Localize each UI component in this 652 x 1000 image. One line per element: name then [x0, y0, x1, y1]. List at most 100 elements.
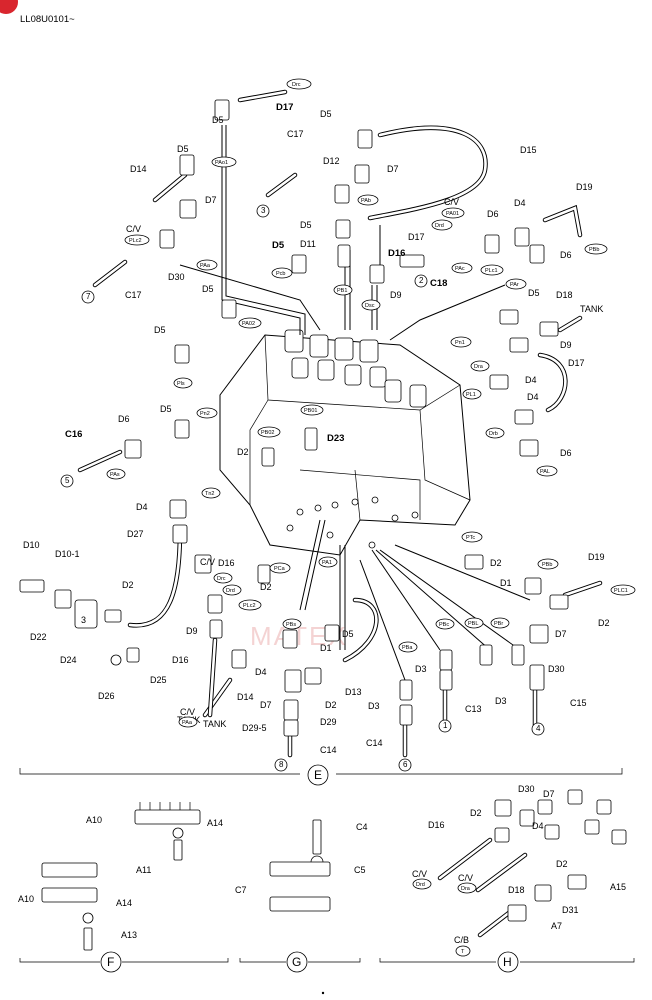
svg-text:Pls: Pls [177, 381, 185, 387]
svg-text:Pcb: Pcb [276, 271, 285, 277]
svg-text:A13: A13 [121, 930, 137, 940]
svg-text:D2: D2 [325, 700, 337, 710]
part-labels: D17 D5 C17 D5 D14 D7 D5 D12 D7 D15 D19 D… [23, 102, 610, 755]
svg-text:C/V: C/V [126, 224, 141, 234]
svg-text:Drc: Drc [217, 576, 226, 582]
svg-text:D7: D7 [205, 195, 217, 205]
svg-text:D10-1: D10-1 [55, 549, 80, 559]
svg-text:D7: D7 [555, 629, 567, 639]
svg-text:Drb: Drb [489, 431, 498, 437]
svg-text:D6: D6 [560, 448, 572, 458]
svg-text:D15: D15 [520, 145, 537, 155]
svg-text:D5: D5 [177, 144, 189, 154]
svg-text:D9: D9 [390, 290, 402, 300]
svg-text:PBr: PBr [494, 621, 503, 627]
svg-text:G: G [292, 955, 301, 969]
svg-text:PBL: PBL [468, 621, 478, 627]
svg-text:D3: D3 [368, 701, 380, 711]
svg-text:D24: D24 [60, 655, 77, 665]
svg-text:D5: D5 [202, 284, 214, 294]
svg-text:Dsc: Dsc [365, 303, 375, 309]
svg-text:C/V: C/V [200, 557, 215, 567]
svg-text:T: T [461, 949, 465, 955]
svg-text:C17: C17 [125, 290, 142, 300]
svg-text:PLc2: PLc2 [243, 603, 256, 609]
fitting-icon [19, 99, 569, 737]
svg-text:D2: D2 [490, 558, 502, 568]
svg-text:C18: C18 [430, 278, 447, 289]
svg-text:5: 5 [65, 476, 70, 485]
svg-text:D3: D3 [415, 664, 427, 674]
svg-text:C15: C15 [570, 698, 587, 708]
svg-text:C/V: C/V [180, 707, 195, 717]
section-f-clamps: A10 A14 A11 A10 A14 A13 F [18, 802, 229, 973]
svg-text:PCa: PCa [274, 566, 286, 572]
svg-text:TANK: TANK [580, 304, 603, 314]
svg-text:D11: D11 [300, 239, 316, 249]
svg-text:D18: D18 [556, 290, 573, 300]
svg-text:D2: D2 [237, 447, 249, 457]
svg-text:D17: D17 [408, 232, 425, 242]
svg-text:PTc: PTc [466, 535, 475, 541]
svg-text:D4: D4 [136, 502, 148, 512]
svg-text:D4: D4 [525, 375, 537, 385]
svg-text:D2: D2 [556, 859, 568, 869]
svg-text:PAa: PAa [182, 720, 193, 726]
svg-text:D2: D2 [260, 582, 272, 592]
svg-text:D14: D14 [130, 164, 147, 174]
svg-text:C4: C4 [356, 822, 368, 832]
svg-text:8: 8 [279, 760, 284, 769]
svg-text:D5: D5 [528, 288, 540, 298]
svg-text:D4: D4 [532, 821, 544, 831]
svg-text:D17: D17 [276, 102, 293, 113]
svg-text:PAc: PAc [455, 266, 465, 272]
dot-mark [321, 991, 325, 995]
svg-text:D5: D5 [342, 629, 354, 639]
svg-text:D5: D5 [300, 220, 312, 230]
svg-text:A11: A11 [136, 865, 151, 875]
svg-text:D7: D7 [543, 789, 555, 799]
svg-text:D30: D30 [168, 272, 185, 282]
svg-text:D4: D4 [255, 667, 267, 677]
svg-text:6: 6 [403, 760, 408, 769]
svg-text:D9: D9 [186, 626, 198, 636]
svg-text:Drd: Drd [416, 882, 425, 888]
svg-text:PBb: PBb [589, 247, 599, 253]
svg-text:D5: D5 [154, 325, 166, 335]
svg-text:PA02: PA02 [242, 321, 255, 327]
svg-text:PB1: PB1 [337, 288, 347, 294]
svg-text:PL1: PL1 [466, 392, 476, 398]
svg-text:C/V: C/V [458, 873, 473, 883]
section-e-bracket: E [19, 764, 623, 786]
svg-text:F: F [107, 955, 114, 969]
svg-text:Drc: Drc [292, 82, 301, 88]
svg-text:PLC1: PLC1 [614, 588, 628, 594]
svg-text:C14: C14 [366, 738, 383, 748]
svg-text:A10: A10 [86, 815, 102, 825]
port-tags: Drc PAo1 PLc2 PAa PAb PA01 Drd PAc PLc1 … [106, 78, 636, 728]
svg-text:PB02: PB02 [261, 430, 274, 436]
svg-text:D16: D16 [218, 558, 235, 568]
svg-text:TANK: TANK [203, 719, 226, 729]
svg-text:C5: C5 [354, 865, 366, 875]
svg-text:PAs: PAs [110, 472, 120, 478]
svg-text:A15: A15 [610, 882, 626, 892]
svg-text:A7: A7 [551, 921, 562, 931]
svg-text:D18: D18 [508, 885, 525, 895]
svg-text:PBa: PBa [402, 645, 413, 651]
svg-text:D2: D2 [122, 580, 134, 590]
svg-text:D31: D31 [562, 905, 579, 915]
svg-text:D30: D30 [518, 784, 535, 794]
hydraulic-valve-block-icon [219, 329, 471, 556]
svg-text:D16: D16 [388, 248, 405, 259]
svg-text:D4: D4 [514, 198, 526, 208]
svg-text:D6: D6 [560, 250, 572, 260]
svg-text:PB01: PB01 [304, 408, 317, 414]
svg-text:Dra: Dra [474, 364, 484, 370]
svg-text:1: 1 [443, 721, 448, 730]
svg-text:D16: D16 [172, 655, 189, 665]
svg-text:D6: D6 [118, 414, 130, 424]
page-badge [0, 0, 18, 14]
svg-text:PLc2: PLc2 [129, 238, 142, 244]
